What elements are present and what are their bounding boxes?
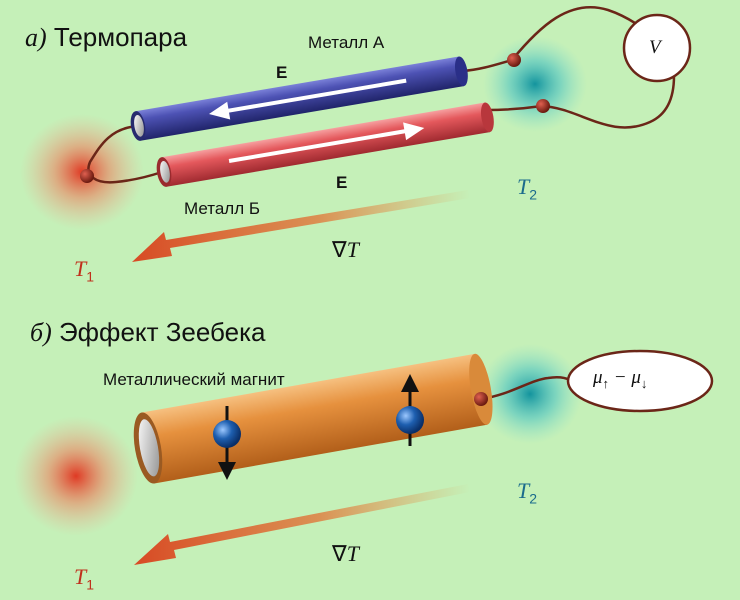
- field-label-top: E: [276, 63, 288, 82]
- gradient-label-a: ∇T: [332, 237, 359, 263]
- panel-a-title: а) Термопара: [25, 22, 187, 53]
- t1-symbol-b: T: [74, 564, 87, 589]
- gradient-nabla-a: ∇: [332, 237, 347, 262]
- gradient-symbol-b: T: [346, 541, 359, 566]
- spin-potential-label: μ↑ − μ↓: [593, 367, 647, 392]
- t1-subscript-b: 1: [86, 576, 95, 593]
- panel-b-title-text: Эффект Зеебека: [58, 317, 266, 347]
- t2-subscript-a: 2: [529, 186, 538, 203]
- temperature-gradient-arrow-a: [132, 190, 470, 262]
- hot-zone-glow-b: [14, 416, 138, 536]
- metal-b-label: Металл Б: [184, 199, 261, 218]
- metal-a-label: Металл A: [308, 33, 385, 52]
- cold-junction-dot-lower: [536, 99, 550, 113]
- hot-junction-dot: [80, 169, 94, 183]
- voltmeter-circle: [622, 13, 692, 83]
- mu-up-subscript: ↑: [602, 375, 610, 391]
- gradient-label-b: ∇T: [332, 541, 359, 567]
- mu-down-symbol: μ: [631, 367, 641, 388]
- t2-symbol-b: T: [517, 478, 530, 503]
- panel-b-seebeck: [14, 344, 714, 565]
- panel-a-letter: а): [25, 23, 47, 52]
- t1-symbol-a: T: [74, 256, 87, 281]
- cold-junction-dot-upper: [507, 53, 521, 67]
- upper-wire-to-voltmeter: [461, 5, 641, 73]
- gradient-nabla-b: ∇: [332, 541, 347, 566]
- t2-subscript-b: 2: [529, 490, 538, 507]
- magnet-label: Металлический магнит: [103, 370, 285, 389]
- mu-up-symbol: μ: [593, 367, 603, 388]
- field-arrow-a: [224, 78, 407, 114]
- t2-symbol-a: T: [517, 174, 530, 199]
- chemical-potential-display: [566, 349, 714, 413]
- metal-a-tube: [130, 56, 468, 141]
- lower-wire-to-voltmeter: [485, 75, 676, 129]
- cold-zone-glow-b: [478, 344, 582, 444]
- t2-label-a: T2: [517, 174, 537, 202]
- spin-wire: [480, 375, 571, 401]
- spin-up-electron: [396, 374, 424, 446]
- t1-label-b: T1: [74, 564, 94, 592]
- metal-b-tube: [156, 102, 494, 187]
- panel-a-thermocouple: [20, 5, 692, 262]
- gradient-symbol-a: T: [346, 237, 359, 262]
- panel-b-title: б) Эффект Зеебека: [30, 317, 266, 348]
- voltmeter-label: V: [649, 37, 661, 58]
- field-label-bottom: E: [336, 173, 348, 192]
- t1-label-a: T1: [74, 256, 94, 284]
- panel-b-letter: б): [30, 318, 52, 347]
- temperature-gradient-arrow-b: [134, 484, 470, 565]
- t1-subscript-a: 1: [86, 268, 95, 285]
- t2-label-b: T2: [517, 478, 537, 506]
- field-arrow-b-head: [403, 122, 425, 141]
- spin-down-electron: [213, 406, 241, 480]
- field-arrow-a-head: [208, 101, 231, 120]
- mu-minus: −: [609, 367, 632, 388]
- mu-down-subscript: ↓: [640, 375, 648, 391]
- cold-zone-glow-a: [483, 36, 587, 132]
- panel-a-title-text: Термопара: [53, 22, 188, 52]
- field-arrow-b: [228, 128, 409, 163]
- spin-junction-dot: [474, 392, 488, 406]
